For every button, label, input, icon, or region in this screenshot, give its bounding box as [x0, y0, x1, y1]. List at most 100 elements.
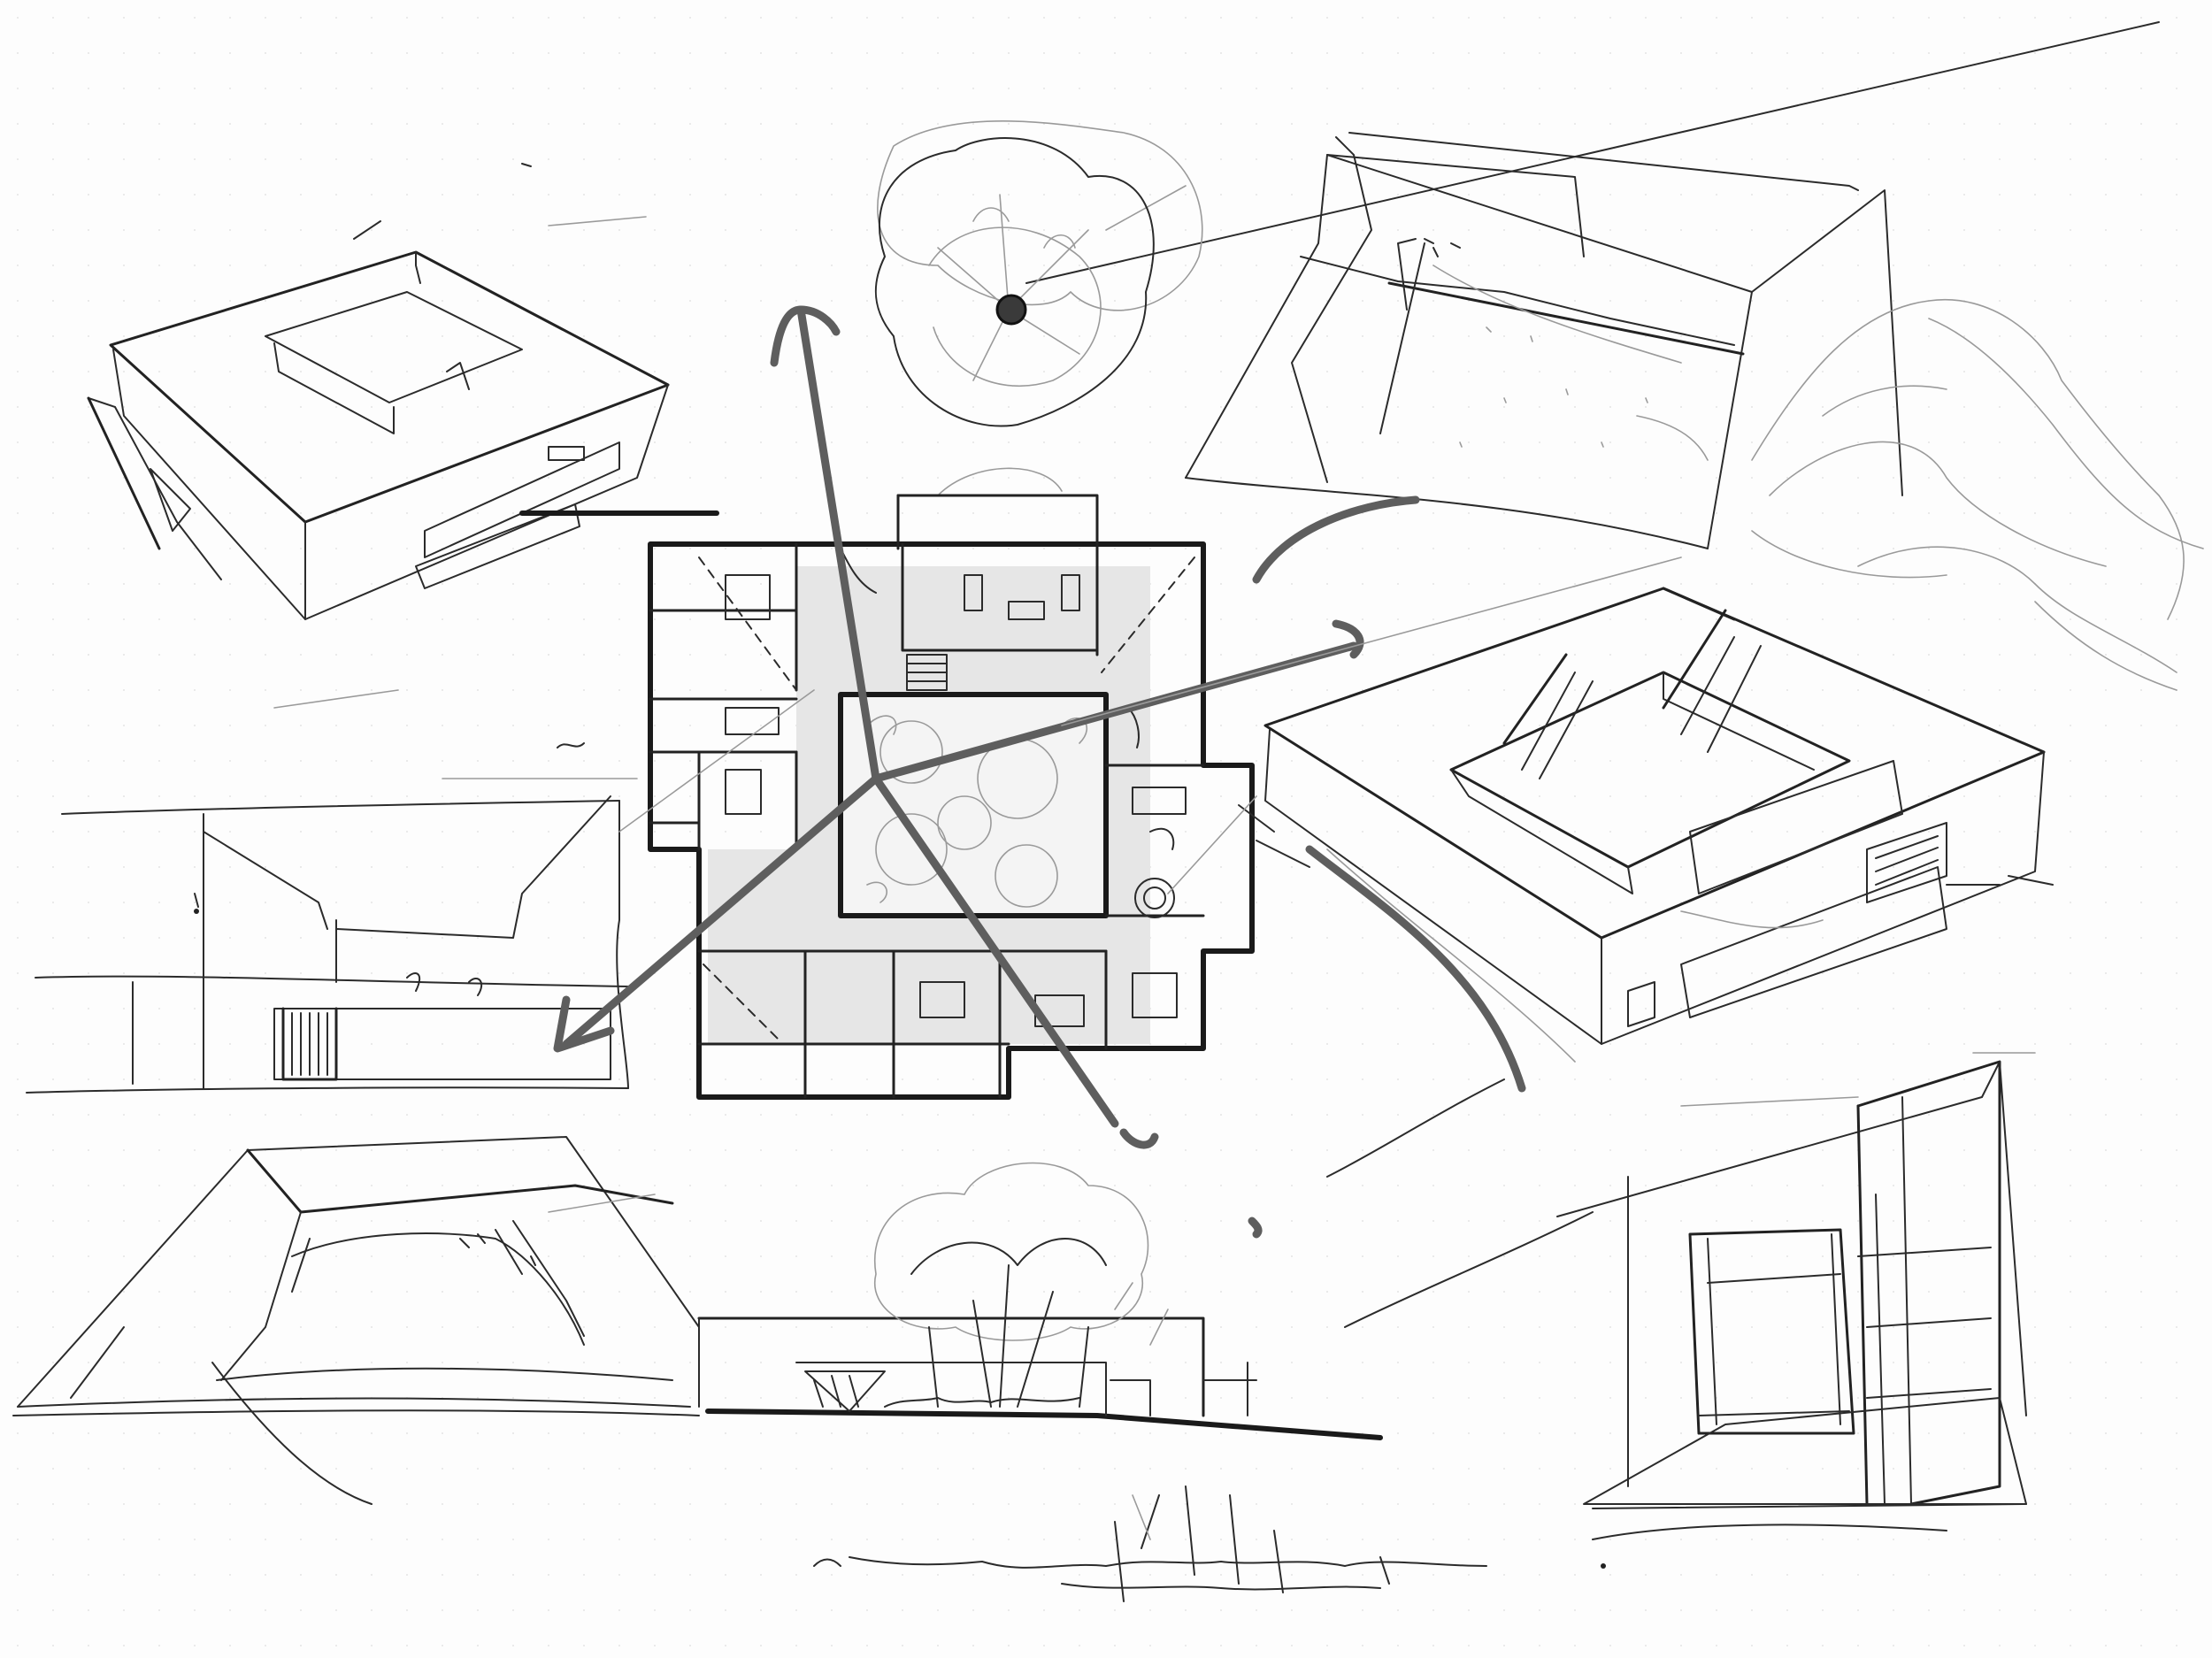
grid-dot — [1291, 371, 1293, 372]
grid-dot — [1362, 88, 1363, 89]
grid-dot — [442, 831, 443, 833]
grid-dot — [194, 866, 196, 868]
grid-dot — [1362, 1503, 1363, 1505]
grid-dot — [88, 1114, 89, 1116]
grid-dot — [866, 548, 868, 549]
grid-dot — [52, 477, 54, 479]
grid-dot — [689, 831, 691, 833]
grid-dot — [1326, 1185, 1328, 1186]
grid-dot — [618, 795, 620, 797]
grid-dot — [866, 229, 868, 231]
grid-dot — [17, 1078, 19, 1080]
grid-dot — [2034, 760, 2036, 762]
grid-dot — [1857, 1291, 1859, 1293]
grid-dot — [689, 1008, 691, 1009]
grid-dot — [937, 1078, 939, 1080]
grid-dot — [512, 1149, 514, 1151]
grid-dot — [88, 1432, 89, 1434]
grid-dot — [1397, 548, 1399, 549]
grid-dot — [1574, 1291, 1576, 1293]
grid-dot — [1716, 654, 1717, 656]
grid-dot — [1574, 300, 1576, 302]
grid-dot — [2105, 1078, 2107, 1080]
grid-dot — [654, 1114, 656, 1116]
grid-dot — [689, 866, 691, 868]
grid-dot — [583, 654, 585, 656]
grid-dot — [1786, 1397, 1788, 1399]
grid-dot — [2140, 1008, 2142, 1009]
grid-dot — [1645, 1326, 1647, 1328]
grid-dot — [1893, 1574, 1894, 1576]
grid-dot — [1397, 1114, 1399, 1116]
grid-dot — [2105, 1008, 2107, 1009]
grid-dot — [2034, 831, 2036, 833]
grid-dot — [1716, 1539, 1717, 1540]
grid-dot — [1857, 972, 1859, 974]
grid-dot — [1609, 1397, 1611, 1399]
grid-dot — [335, 1114, 337, 1116]
grid-dot — [2070, 1468, 2071, 1470]
grid-dot — [548, 1503, 549, 1505]
grid-dot — [1326, 335, 1328, 337]
grid-dot — [1539, 1291, 1540, 1293]
grid-dot — [229, 406, 231, 408]
grid-dot — [406, 618, 408, 620]
grid-dot — [1857, 158, 1859, 160]
grid-dot — [548, 1043, 549, 1045]
grid-dot — [1999, 335, 2001, 337]
grid-dot — [1680, 1185, 1682, 1186]
grid-dot — [477, 1220, 479, 1222]
grid-dot — [1751, 1114, 1753, 1116]
grid-dot — [158, 1468, 160, 1470]
grid-dot — [1220, 371, 1222, 372]
grid-dot — [1645, 1114, 1647, 1116]
grid-dot — [88, 1185, 89, 1186]
grid-dot — [1680, 725, 1682, 726]
grid-dot — [1786, 583, 1788, 585]
grid-dot — [1326, 972, 1328, 974]
grid-dot — [1822, 866, 1824, 868]
grid-dot — [477, 123, 479, 125]
grid-dot — [1008, 17, 1010, 19]
grid-dot — [725, 1539, 726, 1540]
grid-dot — [1114, 194, 1116, 196]
grid-dot — [1397, 477, 1399, 479]
grid-dot — [1539, 441, 1540, 443]
grid-dot — [548, 689, 549, 691]
grid-dot — [689, 1539, 691, 1540]
grid-dot — [1645, 583, 1647, 585]
grid-dot — [1503, 548, 1505, 549]
grid-dot — [725, 1574, 726, 1576]
grid-dot — [1963, 1609, 1965, 1611]
grid-dot — [1503, 1291, 1505, 1293]
grid-dot — [1256, 477, 1257, 479]
grid-dot — [1963, 1326, 1965, 1328]
grid-dot — [512, 1432, 514, 1434]
arrow-southwest[interactable] — [553, 774, 880, 1053]
grid-dot — [1362, 795, 1363, 797]
grid-dot — [1928, 1114, 1930, 1116]
grid-dot — [1822, 1397, 1824, 1399]
grid-dot — [1256, 158, 1257, 160]
grid-dot — [1432, 441, 1434, 443]
grid-dot — [1397, 1362, 1399, 1363]
grid-dot — [1291, 1468, 1293, 1470]
grid-dot — [725, 52, 726, 54]
grid-dot — [1291, 583, 1293, 585]
arrow-south[interactable] — [872, 774, 1159, 1149]
grid-dot — [52, 335, 54, 337]
grid-dot — [52, 1503, 54, 1505]
grid-dot — [1822, 937, 1824, 939]
grid-dot — [795, 1645, 797, 1646]
grid-dot — [265, 1078, 266, 1080]
grid-dot — [194, 88, 196, 89]
grid-dot — [1362, 972, 1363, 974]
grid-dot — [1256, 866, 1257, 868]
arrow-north[interactable] — [770, 305, 880, 783]
grid-dot — [1114, 158, 1116, 160]
grid-dot — [158, 123, 160, 125]
grid-dot — [52, 371, 54, 372]
grid-dot — [1256, 406, 1257, 408]
grid-dot — [265, 1220, 266, 1222]
